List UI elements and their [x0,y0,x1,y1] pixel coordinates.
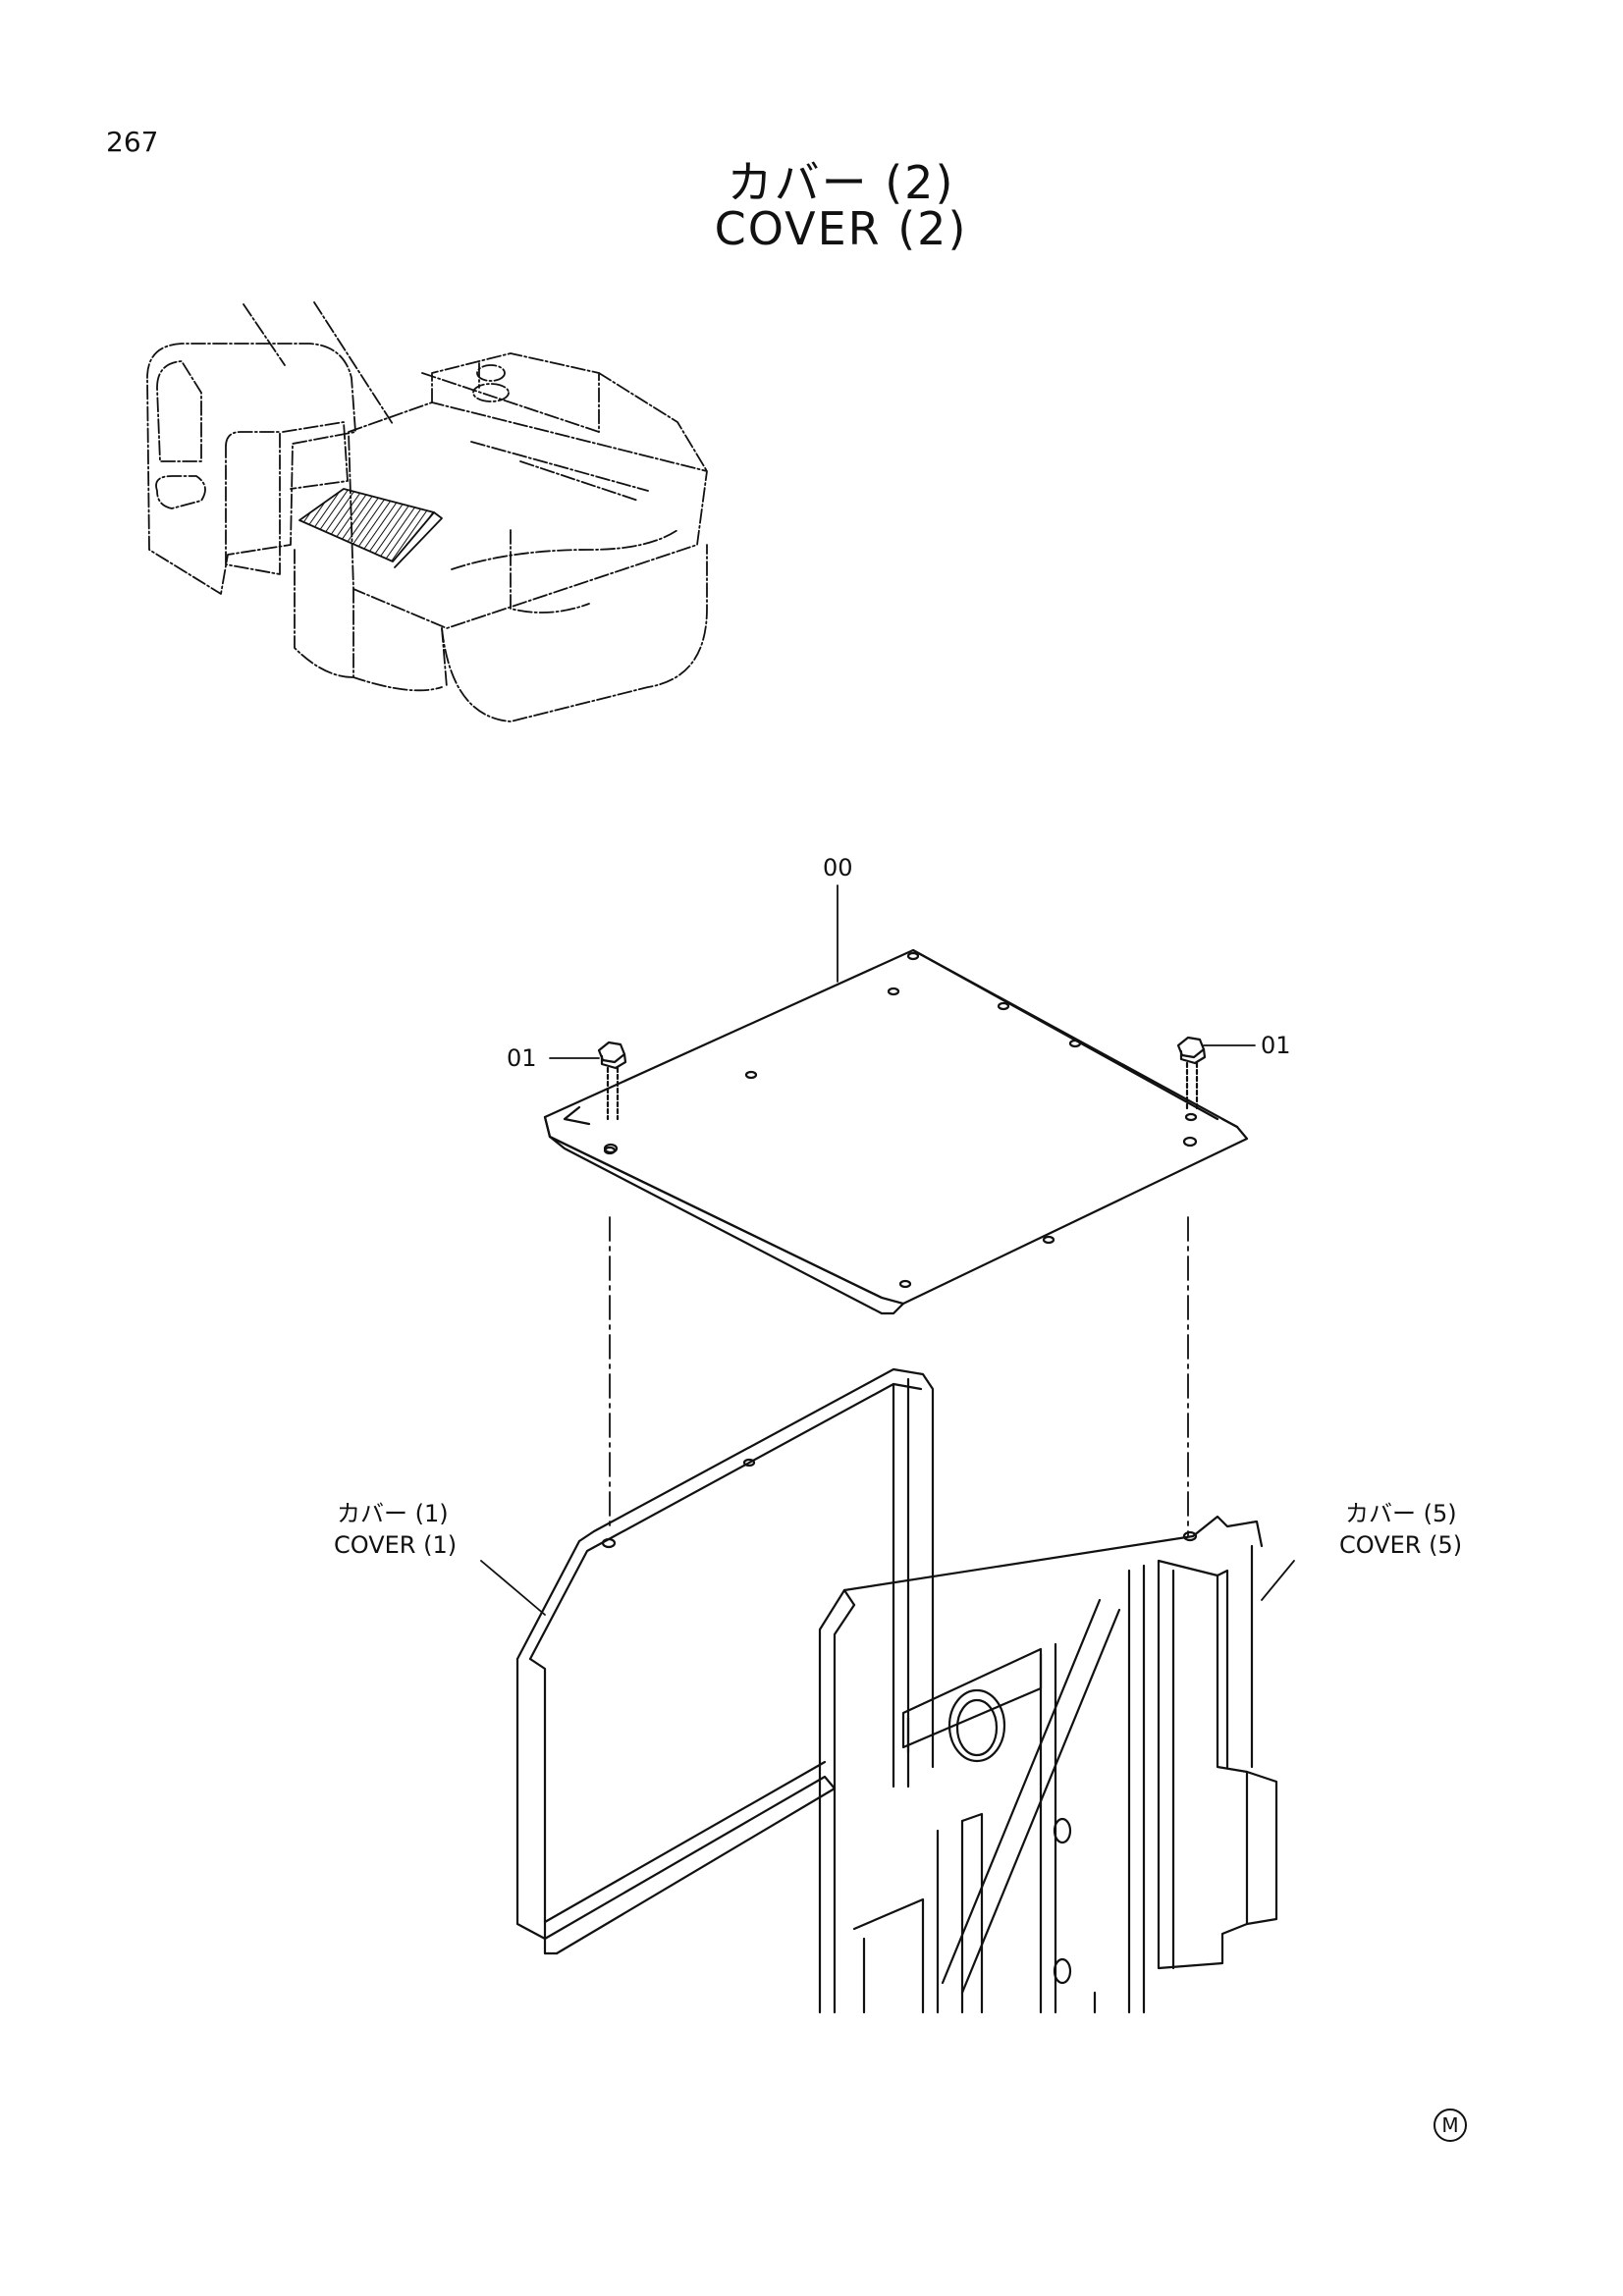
label-cover-1-jp: カバー (1) [337,1500,449,1527]
label-part-01-right: 01 [1261,1032,1291,1059]
leader-cover-1 [480,1560,546,1616]
cover-5-frame [818,1515,1278,2014]
label-cover-5-en: COVER (5) [1339,1531,1463,1559]
m-mark: M [1434,2109,1467,2142]
page-title-japanese: カバー (2) [727,156,955,209]
label-part-01-left: 01 [507,1044,537,1072]
highlighted-cover-location [298,488,435,562]
bolt-right [1176,1036,1207,1111]
alignment-lines [609,1216,1189,1537]
page-title-english: COVER (2) [714,202,968,255]
excavator-overview [146,301,708,722]
page-number: 267 [106,126,159,158]
cover-plate [543,948,1249,1315]
cover-1-frame [515,1367,935,1955]
label-cover-1-en: COVER (1) [334,1531,458,1559]
label-part-00: 00 [823,854,853,881]
leader-cover-5 [1261,1560,1295,1601]
bolt-left [597,1041,627,1121]
label-cover-5-jp: カバー (5) [1345,1500,1457,1527]
